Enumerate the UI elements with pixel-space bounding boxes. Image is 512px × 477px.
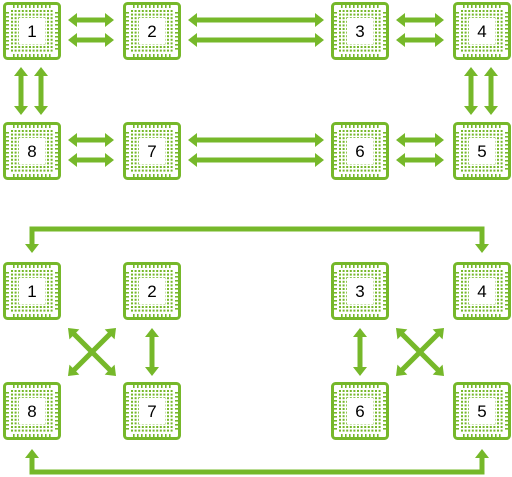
gpu-chip-icon bbox=[126, 385, 178, 437]
top-link-6-5-lane-2 bbox=[396, 153, 444, 167]
node-layer: 1 2 3 4 8 7 6 5 1 2 3 4 8 7 6 5 bbox=[3, 2, 511, 440]
top-link-1-8-lane-1 bbox=[14, 67, 28, 115]
top-gpu-1: 1 bbox=[3, 2, 61, 60]
gpu-chip-icon bbox=[126, 5, 178, 57]
gpu-chip-icon bbox=[126, 125, 178, 177]
gpu-label: 2 bbox=[147, 22, 156, 41]
bottom-topology-nodes: 1 2 3 4 8 7 6 5 bbox=[3, 262, 511, 440]
top-link-3-4-lane-1 bbox=[396, 13, 444, 27]
top-link-1-2-lane-2 bbox=[68, 33, 114, 47]
top-link-2-3-lane-1 bbox=[188, 13, 324, 27]
gpu-label: 1 bbox=[27, 282, 36, 301]
top-link-1-8 bbox=[14, 67, 48, 115]
gpu-chip-icon bbox=[334, 385, 386, 437]
top-link-1-8-lane-2 bbox=[34, 67, 48, 115]
gpu-label: 3 bbox=[355, 282, 364, 301]
gpu-label: 8 bbox=[27, 402, 36, 421]
gpu-chip-icon bbox=[6, 265, 58, 317]
gpu-label: 2 bbox=[147, 282, 156, 301]
gpu-label: 4 bbox=[477, 282, 486, 301]
top-gpu-5: 5 bbox=[453, 122, 511, 180]
bottom-topology-links bbox=[25, 226, 489, 475]
gpu-label: 7 bbox=[147, 402, 156, 421]
bottom-gpu-3: 3 bbox=[331, 262, 389, 320]
top-link-8-7-lane-1 bbox=[68, 133, 114, 147]
top-gpu-7: 7 bbox=[123, 122, 181, 180]
bottom-gpu-5: 5 bbox=[453, 382, 511, 440]
bottom-gpu-6: 6 bbox=[331, 382, 389, 440]
gpu-label: 6 bbox=[355, 402, 364, 421]
bottom-gpu-7: 7 bbox=[123, 382, 181, 440]
bottom-link-4-6 bbox=[396, 328, 444, 376]
gpu-label: 6 bbox=[355, 142, 364, 161]
top-gpu-8: 8 bbox=[3, 122, 61, 180]
top-gpu-6: 6 bbox=[331, 122, 389, 180]
gpu-label: 3 bbox=[355, 22, 364, 41]
top-link-7-6 bbox=[188, 133, 324, 167]
top-link-2-3 bbox=[188, 13, 324, 47]
bottom-gpu-8: 8 bbox=[3, 382, 61, 440]
top-link-3-4 bbox=[396, 13, 444, 47]
top-link-4-5-lane-1 bbox=[464, 67, 478, 115]
gpu-chip-icon bbox=[334, 5, 386, 57]
bottom-link-1-4 bbox=[25, 226, 489, 253]
top-topology-nodes: 1 2 3 4 8 7 6 5 bbox=[3, 2, 511, 180]
top-gpu-3: 3 bbox=[331, 2, 389, 60]
top-link-3-4-lane-2 bbox=[396, 33, 444, 47]
top-link-6-5 bbox=[396, 133, 444, 167]
gpu-chip-icon bbox=[126, 265, 178, 317]
link-layer bbox=[14, 13, 498, 475]
top-gpu-2: 2 bbox=[123, 2, 181, 60]
top-topology-links bbox=[14, 13, 498, 167]
gpu-chip-icon bbox=[6, 385, 58, 437]
top-link-1-2-lane-1 bbox=[68, 13, 114, 27]
gpu-chip-icon bbox=[456, 5, 508, 57]
top-link-7-6-lane-1 bbox=[188, 133, 324, 147]
bottom-link-2-8 bbox=[68, 328, 116, 376]
gpu-label: 5 bbox=[477, 142, 486, 161]
gpu-chip-icon bbox=[6, 125, 58, 177]
top-link-4-5-lane-2 bbox=[484, 67, 498, 115]
gpu-label: 4 bbox=[477, 22, 486, 41]
top-link-8-7 bbox=[68, 133, 114, 167]
top-link-6-5-lane-1 bbox=[396, 133, 444, 147]
bottom-link-8-5 bbox=[25, 449, 489, 475]
gpu-chip-icon bbox=[456, 125, 508, 177]
top-link-2-3-lane-2 bbox=[188, 33, 324, 47]
top-gpu-4: 4 bbox=[453, 2, 511, 60]
gpu-chip-icon bbox=[334, 265, 386, 317]
gpu-label: 5 bbox=[477, 402, 486, 421]
top-link-7-6-lane-2 bbox=[188, 153, 324, 167]
gpu-chip-icon bbox=[6, 5, 58, 57]
bottom-link-3-6 bbox=[353, 328, 367, 376]
gpu-chip-icon bbox=[334, 125, 386, 177]
top-link-8-7-lane-2 bbox=[68, 153, 114, 167]
top-link-4-5 bbox=[464, 67, 498, 115]
gpu-chip-icon bbox=[456, 265, 508, 317]
gpu-chip-icon bbox=[456, 385, 508, 437]
bottom-gpu-1: 1 bbox=[3, 262, 61, 320]
bottom-gpu-4: 4 bbox=[453, 262, 511, 320]
bottom-link-2-7 bbox=[145, 328, 159, 376]
bottom-gpu-2: 2 bbox=[123, 262, 181, 320]
gpu-label: 8 bbox=[27, 142, 36, 161]
gpu-label: 1 bbox=[27, 22, 36, 41]
gpu-label: 7 bbox=[147, 142, 156, 161]
top-link-1-2 bbox=[68, 13, 114, 47]
